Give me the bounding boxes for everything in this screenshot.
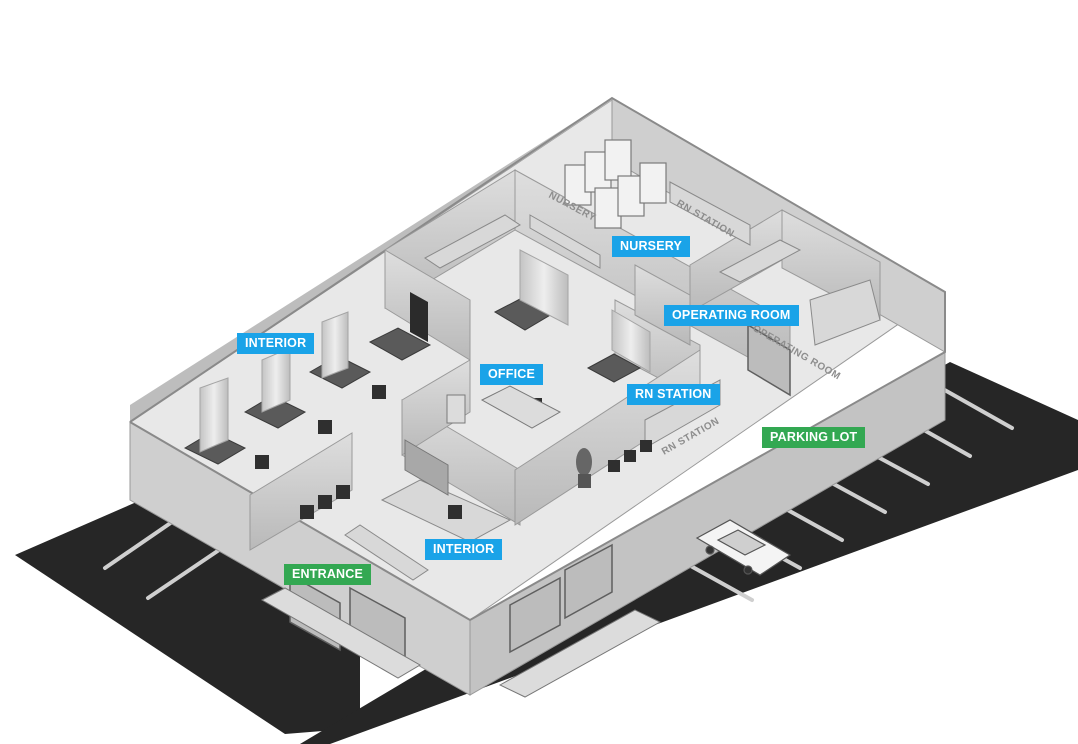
storage-cabinets	[404, 439, 449, 496]
label-interior-bottom[interactable]: INTERIOR	[425, 539, 503, 560]
privacy-curtains	[199, 249, 651, 453]
label-interior-left[interactable]: INTERIOR	[237, 333, 315, 354]
entrance-mats	[260, 587, 662, 698]
potted-plant	[576, 448, 592, 488]
nursery-cribs	[564, 139, 667, 229]
beds	[183, 297, 642, 465]
label-operating-room[interactable]: OPERATING ROOM	[664, 305, 799, 326]
label-rn-station[interactable]: RN STATION	[627, 384, 720, 405]
doors	[410, 292, 428, 342]
office-desk	[446, 385, 562, 429]
label-entrance[interactable]: ENTRANCE	[284, 564, 372, 585]
label-parking-lot[interactable]: PARKING LOT	[762, 427, 866, 448]
parked-car	[695, 519, 792, 576]
label-office[interactable]: OFFICE	[480, 364, 544, 385]
label-nursery[interactable]: NURSERY	[612, 236, 691, 257]
